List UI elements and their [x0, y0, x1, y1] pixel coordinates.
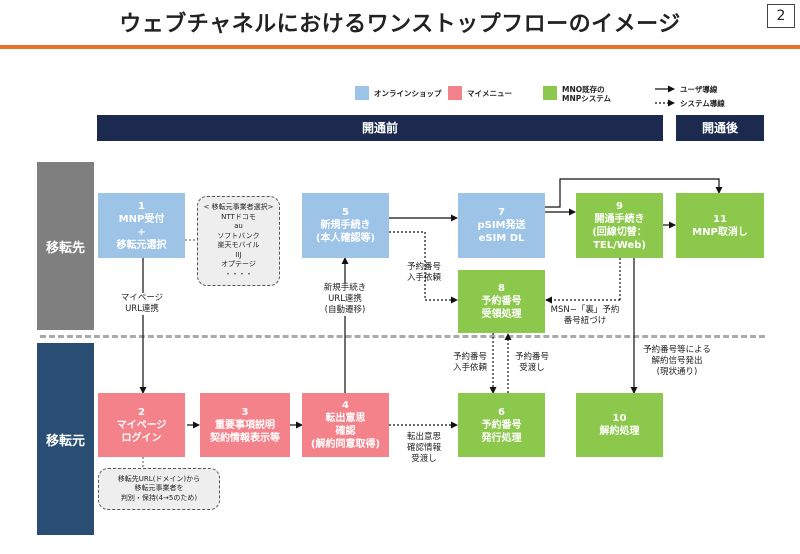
legend-swatch-my-menu: [448, 86, 462, 100]
legend-label-online-shop: オンラインショップ: [374, 89, 442, 98]
label-request-number-2: 予約番号入手依頼: [452, 352, 487, 373]
label-msn-link: MSN−「裏」予約番号紐づけ: [550, 305, 620, 326]
legend-label-mno: MNO既存の MNPシステム: [562, 85, 612, 103]
phase-after-bar: 開通後: [676, 115, 764, 141]
legend-label-user-flow: ユーザ導線: [680, 85, 718, 94]
section-divider: [40, 335, 765, 338]
title-rule: [0, 45, 800, 49]
side-label-dest: 移転先: [37, 162, 94, 330]
side-label-source: 移転元: [37, 343, 94, 535]
legend-label-system-flow: システム導線: [680, 99, 725, 108]
label-request-number: 予約番号入手依頼: [406, 262, 441, 283]
legend-label-my-menu: マイメニュー: [467, 89, 512, 98]
legend-swatch-online-shop: [355, 86, 369, 100]
page-title: ウェブチャネルにおけるワンストップフローのイメージ: [119, 12, 681, 37]
note-url-domain: 移転先URL(ドメイン)から移転元事業者を判別・保持(4→5のため): [98, 468, 220, 510]
legend-swatch-mno: [543, 86, 557, 100]
label-transfer-info: 転出意思確認情報受渡し: [406, 432, 441, 464]
page-number: 2: [767, 4, 795, 28]
phase-before-bar: 開通前: [97, 115, 663, 141]
label-pass-number: 予約番号受渡し: [514, 352, 549, 373]
label-cancel-signal: 予約番号等による解約信号発出(現状通り): [643, 345, 711, 377]
